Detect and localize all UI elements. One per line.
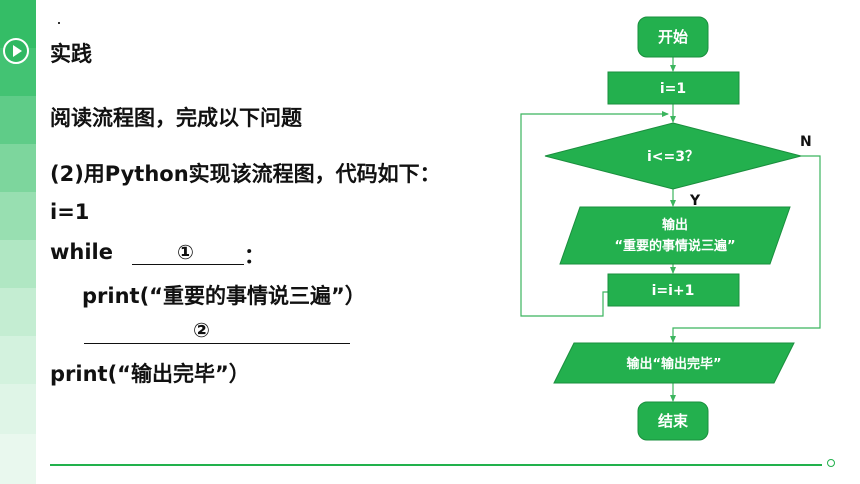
while-keyword: while — [50, 240, 113, 264]
sidebar-band — [0, 96, 36, 144]
arrow-no-branch — [670, 155, 821, 343]
loop-back-arrow — [520, 111, 669, 317]
sidebar-band — [0, 288, 36, 336]
blank-1-line[interactable] — [132, 264, 244, 265]
increment-node — [607, 273, 740, 307]
condition-label: i<=3？ — [647, 149, 699, 165]
yes-label: Y — [689, 193, 701, 209]
output-loop-label-2: “重要的事情说三遍” — [614, 238, 735, 254]
section-title: 实践 — [50, 42, 92, 66]
output-loop-label-1: 输出 — [662, 217, 688, 233]
init-label: i=1 — [660, 81, 686, 97]
while-colon: ： — [244, 244, 265, 268]
output-end-label: 输出“输出完毕” — [626, 356, 721, 372]
code-line-init: i=1 — [50, 200, 90, 224]
instruction-text: 阅读流程图，完成以下问题 — [50, 106, 302, 130]
sidebar-band — [0, 240, 36, 288]
question-text: (2)用Python实现该流程图，代码如下： — [50, 162, 441, 186]
blank-2-line[interactable] — [84, 343, 350, 344]
sidebar-band — [0, 434, 36, 484]
code-line-while: while — [50, 240, 113, 264]
no-label: N — [800, 134, 812, 150]
sidebar-band — [0, 192, 36, 240]
output-end-node — [553, 342, 795, 384]
decorative-dot — [58, 22, 60, 24]
blank-1-number: ① — [177, 240, 194, 264]
bottom-divider — [50, 464, 822, 466]
condition-node — [544, 122, 802, 190]
sidebar-band — [0, 384, 36, 434]
code-line-print-loop: print(“重要的事情说三遍”） — [82, 284, 366, 308]
code-line-print-end: print(“输出完毕”） — [50, 362, 250, 386]
start-label: 开始 — [658, 28, 688, 46]
divider-end-dot — [827, 459, 835, 467]
init-node — [607, 71, 740, 105]
start-node — [637, 16, 709, 58]
sidebar-band — [0, 144, 36, 192]
sidebar-band — [0, 336, 36, 384]
blank-2-number: ② — [193, 318, 210, 342]
output-loop-node — [559, 206, 791, 265]
increment-label: i=i+1 — [652, 283, 695, 299]
end-label: 结束 — [658, 412, 689, 430]
play-icon[interactable] — [3, 38, 29, 64]
end-node — [637, 401, 709, 441]
sidebar-decoration — [0, 0, 36, 484]
